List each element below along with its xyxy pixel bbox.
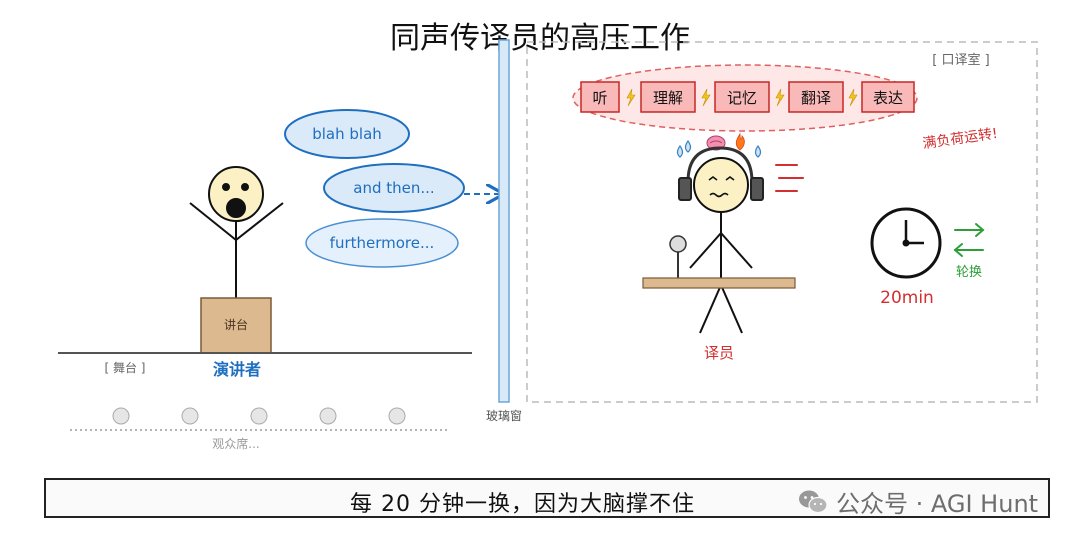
audience-label: 观众席...	[212, 436, 259, 451]
audience	[112, 407, 406, 425]
brain-icon	[706, 135, 726, 151]
sweat-drop-icon	[684, 139, 692, 153]
sweat-drop-icon	[754, 144, 762, 158]
svg-text:表达: 表达	[873, 89, 903, 107]
sweat-drop-icon	[676, 144, 684, 158]
step-translate: 翻译	[788, 81, 844, 113]
rotation-arrows-icon	[953, 223, 985, 257]
speech-bubble-1: blah blah	[284, 109, 410, 159]
speaker-figure	[189, 166, 284, 300]
interpreter-desk	[642, 277, 796, 289]
wechat-icon	[799, 490, 828, 513]
lightning-icon	[848, 88, 858, 107]
rotation-label: 轮换	[956, 265, 982, 280]
speech-bubble-2-text: and then...	[353, 179, 434, 197]
svg-text:理解: 理解	[653, 89, 683, 107]
step-listen: 听	[580, 81, 620, 113]
speech-bubble-1-text: blah blah	[312, 125, 382, 143]
step-understand: 理解	[640, 81, 696, 113]
fire-icon	[735, 132, 745, 151]
clock-icon	[870, 207, 942, 279]
watermark-text: 公众号 · AGI Hunt	[836, 490, 1039, 518]
glass-window	[498, 39, 510, 403]
booth-frame	[526, 41, 1038, 403]
stage-label: [ 舞台 ]	[105, 360, 146, 375]
lightning-icon	[701, 88, 711, 107]
podium-label: 讲台	[224, 317, 248, 332]
svg-text:听: 听	[592, 89, 607, 107]
svg-text:翻译: 翻译	[801, 89, 831, 107]
microphone-icon	[669, 235, 687, 278]
step-remember: 记忆	[714, 81, 770, 113]
svg-text:记忆: 记忆	[727, 89, 757, 107]
podium: 讲台	[200, 297, 272, 354]
process-steps: 听 理解 记忆 翻译 表达	[580, 81, 915, 113]
step-express: 表达	[861, 81, 915, 113]
glass-label: 玻璃窗	[486, 409, 522, 423]
speech-bubble-3-text: furthermore...	[330, 234, 435, 252]
lightning-icon	[775, 88, 785, 107]
page-title: 同声传译员的高压工作	[390, 21, 690, 56]
interpreter-figure	[678, 146, 764, 334]
timer-label: 20min	[880, 288, 934, 308]
speech-bubble-2: and then...	[323, 163, 465, 213]
watermark: 公众号 · AGI Hunt	[798, 484, 1038, 519]
lightning-icons	[626, 88, 858, 107]
speech-bubble-3: furthermore...	[305, 218, 459, 268]
stress-lines	[775, 164, 804, 192]
overload-note: 满负荷运转!	[922, 126, 999, 152]
speaker-label: 演讲者	[213, 360, 261, 379]
caption-text: 每 20 分钟一换，因为大脑撑不住	[350, 492, 695, 517]
booth-label: [ 口译室 ]	[932, 52, 989, 68]
interpreter-label: 译员	[704, 344, 734, 362]
caption-bar: 每 20 分钟一换，因为大脑撑不住 公众号 · AGI Hunt	[44, 478, 1050, 518]
sweat-icons	[676, 139, 762, 158]
lightning-icon	[626, 88, 636, 107]
